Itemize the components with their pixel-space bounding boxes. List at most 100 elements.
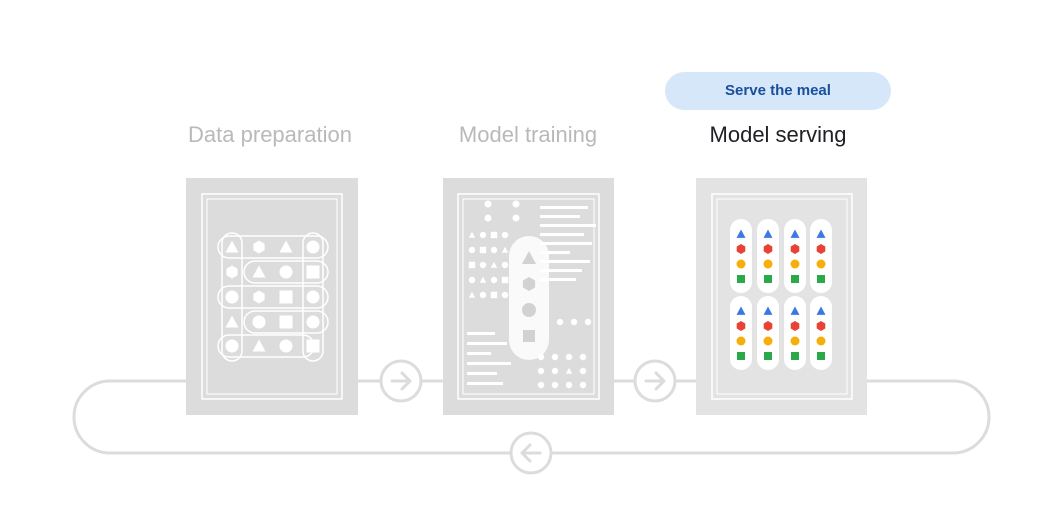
hexagon-mark — [253, 290, 265, 304]
square-mark — [490, 231, 498, 239]
data-grid-icon — [217, 232, 329, 362]
column-capsule — [302, 232, 324, 362]
circle-mark — [490, 276, 498, 284]
circle-mark — [537, 381, 545, 389]
dot-mark — [556, 318, 564, 326]
circle-mark — [225, 290, 239, 304]
triangle-mark — [736, 306, 746, 315]
triangle-mark — [468, 291, 476, 298]
hexagon-mark — [522, 277, 536, 291]
square-mark — [737, 275, 745, 283]
hexagon-mark — [226, 265, 238, 279]
text-line-mark — [540, 206, 588, 209]
square-mark — [479, 246, 487, 254]
text-line-mark — [467, 372, 497, 375]
triangle-mark — [816, 306, 826, 315]
circle-mark — [579, 353, 587, 361]
text-line-mark — [467, 362, 511, 365]
square-mark — [306, 339, 320, 353]
triangle-mark — [252, 339, 266, 352]
model-serving-card — [696, 178, 867, 415]
stage-title-model-training: Model training — [458, 122, 598, 147]
circle-mark — [551, 367, 559, 375]
circle-mark — [736, 259, 746, 269]
text-line-mark — [540, 233, 584, 236]
circle-mark — [790, 336, 800, 346]
circle-mark — [306, 240, 320, 254]
triangle-mark — [252, 265, 266, 278]
arrow-left-circle-icon — [509, 431, 553, 475]
row-capsule — [217, 285, 329, 309]
column-capsule — [221, 232, 243, 362]
served-predictions-icon — [730, 219, 832, 370]
prediction-capsule — [784, 219, 806, 293]
data-preparation-card — [186, 178, 358, 415]
circle-mark — [306, 315, 320, 329]
triangle-mark — [468, 231, 476, 238]
circle-mark — [479, 231, 487, 239]
circle-mark — [279, 265, 293, 279]
square-mark — [523, 330, 535, 342]
triangle-mark — [763, 306, 773, 315]
circle-mark — [565, 381, 573, 389]
square-mark — [501, 276, 509, 284]
circle-mark — [479, 291, 487, 299]
hexagon-mark — [790, 321, 800, 331]
triangle-mark — [490, 261, 498, 268]
hexagon-mark — [763, 321, 773, 331]
circle-mark — [816, 259, 826, 269]
square-mark — [791, 352, 799, 360]
text-line-mark — [540, 251, 570, 254]
capsule-mark — [509, 236, 549, 360]
arrow-right-circle-icon — [379, 359, 423, 403]
text-line-mark — [540, 242, 592, 245]
circle-mark — [763, 336, 773, 346]
triangle-mark — [501, 246, 509, 253]
circle-mark — [736, 336, 746, 346]
workflow-loop-line — [72, 379, 991, 455]
prediction-capsule — [810, 296, 832, 370]
dot-mark — [512, 200, 520, 208]
hexagon-mark — [253, 240, 265, 254]
hexagon-mark — [736, 244, 746, 254]
circle-mark — [306, 290, 320, 304]
circle-mark — [579, 367, 587, 375]
square-mark — [279, 315, 293, 329]
stage-title-model-serving: Model serving — [709, 122, 847, 147]
model-training-card — [443, 178, 614, 415]
dot-mark — [484, 214, 492, 222]
prediction-capsule — [730, 219, 752, 293]
circle-mark — [763, 259, 773, 269]
text-line-mark — [540, 260, 590, 263]
triangle-mark — [816, 229, 826, 238]
circle-mark — [252, 315, 266, 329]
circle-mark — [501, 261, 509, 269]
hexagon-mark — [816, 321, 826, 331]
square-mark — [737, 352, 745, 360]
circle-mark — [501, 231, 509, 239]
circle-mark — [816, 336, 826, 346]
serve-the-meal-callout: Serve the meal — [665, 72, 891, 110]
text-line-mark — [467, 332, 495, 335]
square-mark — [817, 352, 825, 360]
circle-mark — [551, 353, 559, 361]
square-mark — [764, 275, 772, 283]
square-mark — [279, 290, 293, 304]
circle-mark — [490, 246, 498, 254]
hexagon-mark — [816, 244, 826, 254]
square-mark — [764, 352, 772, 360]
circle-mark — [479, 261, 487, 269]
text-line-mark — [540, 215, 580, 218]
circle-mark — [468, 246, 476, 254]
circle-mark — [522, 303, 536, 317]
prediction-capsule — [810, 219, 832, 293]
text-line-mark — [540, 278, 576, 281]
circle-mark — [225, 339, 239, 353]
text-line-mark — [467, 342, 507, 345]
triangle-mark — [279, 240, 293, 253]
square-mark — [468, 261, 476, 269]
triangle-mark — [225, 240, 239, 253]
triangle-mark — [790, 306, 800, 315]
prediction-capsule — [757, 296, 779, 370]
